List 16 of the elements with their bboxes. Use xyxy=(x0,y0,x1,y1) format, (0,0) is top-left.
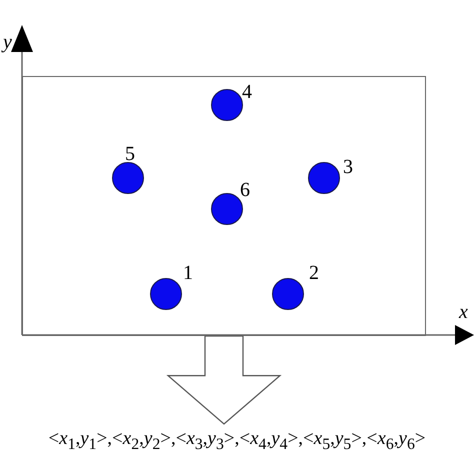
circle-dot xyxy=(112,162,144,194)
block-arrow xyxy=(166,335,282,425)
circle-dot xyxy=(150,278,182,310)
point-number: 5 xyxy=(125,144,135,164)
point-number: 2 xyxy=(309,263,319,283)
coordinate-list: <x$_{1}$,y$_{1}$>,<x$_{2}$,y$_{2}$>,<x$_{3}$,y$_{3}$>,<x$_{4}$,y$_{4}$>,<x$_{5}$,y$_{5}$>,<x$_{6}$,y$_{6}$> xyxy=(48,428,426,449)
point-number: 3 xyxy=(343,157,353,177)
circle-dot xyxy=(211,89,243,121)
point-number: 6 xyxy=(240,180,250,200)
point-number: 1 xyxy=(183,263,193,283)
axis-label: x xyxy=(458,302,469,322)
plane-rectangle xyxy=(22,76,426,336)
point-number: 4 xyxy=(242,82,252,102)
axis-label: y xyxy=(2,32,13,52)
circle-dot xyxy=(308,162,340,194)
circle-dot xyxy=(272,278,304,310)
